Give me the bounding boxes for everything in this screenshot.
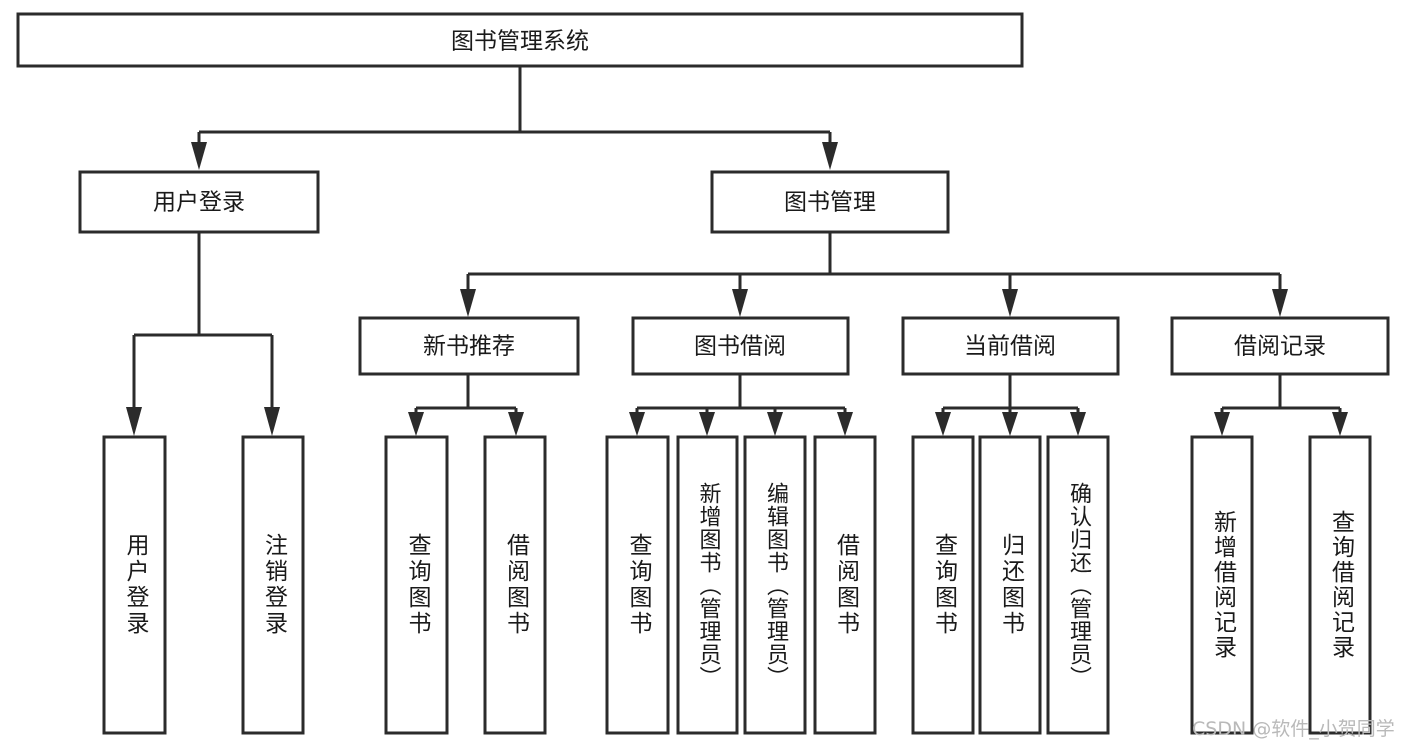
arrow-head-leaf-query-book-1 [408,412,424,436]
node-leaf-edit-book-admin-box[interactable] [743,435,807,735]
node-book-borrow-label: 图书借阅 [694,334,786,360]
connector-layer [126,66,1348,436]
node-leaf-borrow-book-2-box[interactable] [813,435,877,735]
node-leaf-add-record-box[interactable] [1190,435,1254,735]
node-current-borrow[interactable]: 当前借阅 [901,316,1120,376]
node-leaf-user-login-box[interactable] [102,435,167,735]
arrow-head-borrow-record [1272,289,1288,317]
arrow-head-leaf-logout [264,407,280,436]
arrow-head-leaf-query-record [1332,412,1348,436]
arrow-head-leaf-query-book-3 [935,412,951,436]
node-leaf-query-book-2-box[interactable] [605,435,670,735]
arrow-head-leaf-borrow-book-1 [508,412,524,436]
arrow-head-book-manage [822,142,838,170]
arrow-head-leaf-add-book-admin [699,412,715,436]
arrow-head-leaf-add-record [1214,412,1230,436]
arrow-head-leaf-query-book-2 [629,412,645,436]
node-user-login-label: 用户登录 [153,190,245,216]
arrow-head-leaf-user-login [126,407,142,436]
arrow-head-leaf-confirm-return-admin [1070,412,1086,436]
node-book-borrow[interactable]: 图书借阅 [631,316,850,376]
leaf-box-layer [102,435,1372,735]
node-root-box[interactable] [16,12,1024,68]
node-new-book-rec-label: 新书推荐 [423,334,515,360]
node-book-manage[interactable]: 图书管理 [710,170,950,234]
arrow-head-current-borrow [1002,289,1018,317]
node-new-book-rec[interactable]: 新书推荐 [358,316,580,376]
node-user-login[interactable]: 用户登录 [78,170,320,234]
node-leaf-logout-box[interactable] [241,435,305,735]
node-leaf-query-book-1-box[interactable] [384,435,449,735]
node-leaf-query-book-3-box[interactable] [911,435,975,735]
arrow-head-user-login [191,142,207,170]
node-current-borrow-box[interactable] [901,316,1120,376]
node-borrow-record[interactable]: 借阅记录 [1170,316,1390,376]
arrow-head-new-book-rec [460,289,476,317]
node-borrow-record-label: 借阅记录 [1234,334,1326,360]
node-book-manage-label: 图书管理 [784,190,876,216]
node-root-label: 图书管理系统 [451,29,589,55]
arrow-head-leaf-return-book [1002,412,1018,436]
node-leaf-borrow-book-1-box[interactable] [483,435,547,735]
node-leaf-query-record-box[interactable] [1308,435,1372,735]
arrow-head-book-borrow [732,289,748,317]
node-leaf-return-book-box[interactable] [978,435,1042,735]
node-book-borrow-box[interactable] [631,316,850,376]
node-current-borrow-label: 当前借阅 [964,334,1056,360]
node-leaf-add-book-admin-box[interactable] [676,435,739,735]
node-user-login-box[interactable] [78,170,320,234]
node-root[interactable]: 图书管理系统 [16,12,1024,68]
watermark-text: CSDN @软件_小贺同学 [1192,718,1395,740]
arrow-head-leaf-edit-book-admin [767,412,783,436]
node-borrow-record-box[interactable] [1170,316,1390,376]
node-leaf-confirm-return-admin-box[interactable] [1046,435,1110,735]
node-book-manage-box[interactable] [710,170,950,234]
node-new-book-rec-box[interactable] [358,316,580,376]
arrow-head-leaf-borrow-book-2 [837,412,853,436]
